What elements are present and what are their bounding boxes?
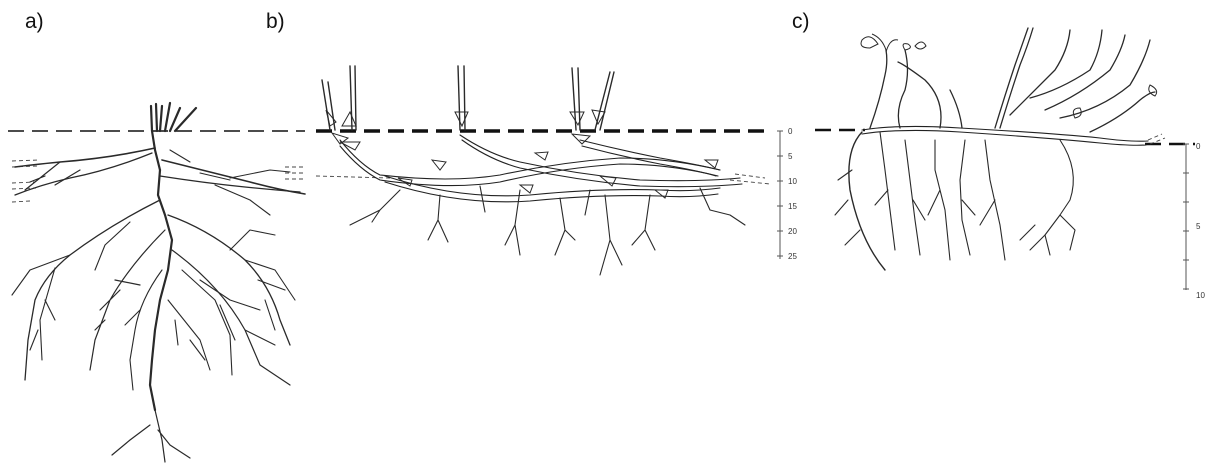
panel-b-scale-tick-10: 10 [788,177,797,186]
panel-c-scale-tick-10: 10 [1196,291,1205,300]
panel-c-shoots [861,28,1157,132]
panel-a-label: a) [25,10,44,33]
panel-c-scale-tick-5: 5 [1196,222,1201,231]
panel-b-depth-dash [316,176,390,178]
panel-b-scale-tick-0: 0 [788,127,793,136]
panel-b-scale-tick-5: 5 [788,152,793,161]
panel-c-depth-scale: 0 5 10 [1183,142,1205,300]
panel-b-scale-tick-15: 15 [788,202,797,211]
panel-c-label: c) [792,10,810,33]
panel-c-roots [835,132,1075,270]
panel-b-label: b) [266,10,285,33]
panel-b-scale-tick-20: 20 [788,227,797,236]
panel-c-stolon [862,126,1165,145]
panel-b-rhizome-end-dash [730,174,770,184]
panel-a-root-system [12,103,305,462]
panel-c-scale-tick-0: 0 [1196,142,1201,151]
panel-a: a) [8,10,305,462]
panel-b-scale-tick-25: 25 [788,252,797,261]
panel-c: c) [792,10,1205,300]
panel-b-shoots [322,66,614,150]
panel-b: b) [266,10,797,275]
panel-b-rhizomes [340,135,742,202]
panel-b-depth-scale: 0 5 10 15 20 25 [777,127,797,261]
